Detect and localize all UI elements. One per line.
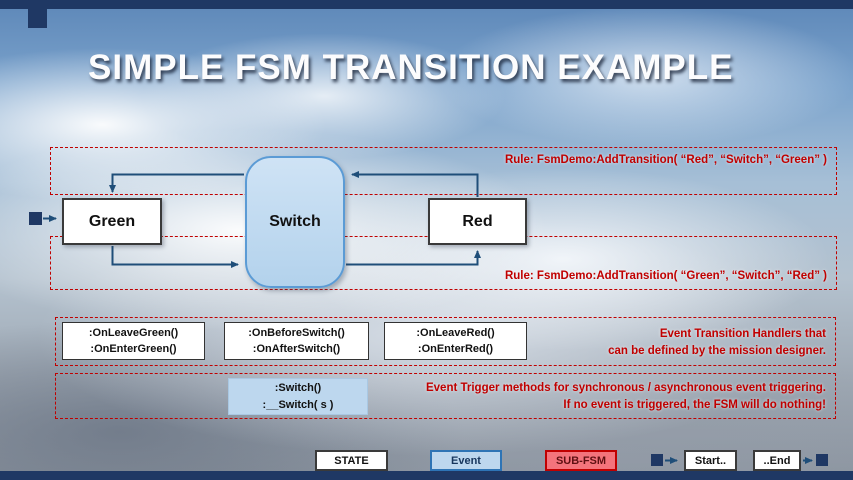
trigger-methods-box: :Switch() :__Switch( s ) <box>228 378 368 415</box>
legend-subfsm: SUB-FSM <box>545 450 617 471</box>
top-left-square <box>28 9 47 28</box>
state-red: Red <box>428 198 527 245</box>
event-switch-label: Switch <box>269 213 321 230</box>
triggers-note: Event Trigger methods for synchronous / … <box>426 380 826 415</box>
triggers-note-line2: If no event is triggered, the FSM will d… <box>563 399 826 412</box>
start-marker-square <box>29 212 42 225</box>
rule2-text: Rule: FsmDemo:AddTransition( “Green”, “S… <box>504 270 827 282</box>
legend-subfsm-label: SUB-FSM <box>555 454 607 467</box>
legend-end-label: ..End <box>763 454 791 467</box>
event-switch-node: Switch <box>245 156 345 288</box>
legend-event-label: Event <box>451 454 481 467</box>
triggers-region: Event Trigger methods for synchronous / … <box>55 373 836 419</box>
handler-enter-red: :OnEnterRed() <box>417 343 494 355</box>
legend-end: ..End <box>753 450 801 471</box>
handler-before-switch: :OnBeforeSwitch() <box>248 326 345 339</box>
legend-end-square <box>816 454 828 466</box>
legend-state: STATE <box>315 450 388 471</box>
legend-start-label: Start.. <box>694 454 727 467</box>
state-red-label: Red <box>462 212 493 230</box>
state-green-label: Green <box>88 212 136 230</box>
handler-leave-green: :OnLeaveGreen() <box>88 326 179 339</box>
bottom-bar <box>0 471 853 480</box>
rule1-text: Rule: FsmDemo:AddTransition( “Red”, “Swi… <box>504 154 827 166</box>
state-green: Green <box>62 198 162 245</box>
legend-start: Start.. <box>684 450 737 471</box>
handler-box-switch: :OnBeforeSwitch() :OnAfterSwitch() <box>224 322 369 360</box>
handler-enter-green: :OnEnterGreen() <box>90 343 177 355</box>
handlers-note-line1: Event Transition Handlers that <box>659 328 826 340</box>
triggers-note-line1: Event Trigger methods for synchronous / … <box>425 382 826 394</box>
trigger-async-switch-method: :__Switch( s ) <box>262 398 334 411</box>
top-bar <box>0 0 853 9</box>
legend-event: Event <box>430 450 502 471</box>
handler-after-switch: :OnAfterSwitch() <box>252 343 341 355</box>
handler-box-red: :OnLeaveRed() :OnEnterRed() <box>384 322 527 360</box>
legend-state-label: STATE <box>334 454 369 467</box>
page-title: SIMPLE FSM TRANSITION EXAMPLE <box>88 48 734 87</box>
handlers-note-line2: can be defined by the mission designer. <box>608 345 826 358</box>
trigger-switch-method: :Switch() <box>274 382 322 394</box>
rule1-region: Rule: FsmDemo:AddTransition( “Red”, “Swi… <box>50 147 837 195</box>
handler-box-green: :OnLeaveGreen() :OnEnterGreen() <box>62 322 205 360</box>
handler-leave-red: :OnLeaveRed() <box>416 326 495 339</box>
handlers-note: Event Transition Handlers that can be de… <box>608 326 826 361</box>
handlers-region: Event Transition Handlers that can be de… <box>55 317 836 366</box>
legend-start-square <box>651 454 663 466</box>
